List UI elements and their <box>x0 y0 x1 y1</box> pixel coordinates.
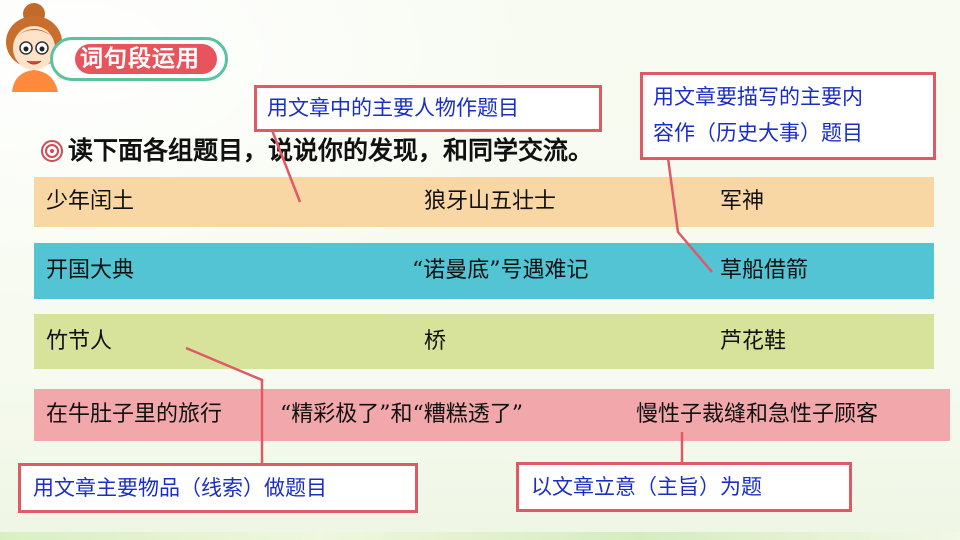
title-item: 竹节人 <box>46 329 113 354</box>
title-item: 少年闰土 <box>46 189 135 214</box>
instruction-line: 读下面各组题目，说说你的发现，和同学交流。 <box>40 133 593 169</box>
callout-text: 用文章主要物品（线索）做题目 <box>33 476 327 500</box>
title-item: “诺曼底”号遇难记 <box>412 258 589 283</box>
title-item: “精彩极了”和“糟糕透了” <box>280 402 523 427</box>
title-item: 芦花鞋 <box>720 329 787 354</box>
title-item: 狼牙山五壮士 <box>424 189 557 214</box>
callout-text-line-1: 用文章要描写的主要内 <box>653 85 863 109</box>
title-item: 军神 <box>720 189 765 214</box>
spiral-bullet-icon <box>41 140 63 162</box>
section-title: 词句段运用 <box>80 46 200 72</box>
callout-theme: 以文章立意（主旨）为题 <box>516 462 852 512</box>
callout-main-character: 用文章中的主要人物作题目 <box>254 85 602 132</box>
title-group-row-4: 在牛肚子里的旅行 “精彩极了”和“糟糕透了” 慢性子裁缝和急性子顾客 <box>34 389 950 441</box>
title-item: 桥 <box>424 329 447 354</box>
section-title-badge <box>50 37 228 81</box>
instruction-text: 读下面各组题目，说说你的发现，和同学交流。 <box>68 136 594 165</box>
title-item: 在牛肚子里的旅行 <box>46 402 223 427</box>
title-group-row-2: 开国大典 “诺曼底”号遇难记 草船借箭 <box>34 243 934 299</box>
callout-main-object: 用文章主要物品（线索）做题目 <box>18 463 418 513</box>
title-group-row-3: 竹节人 桥 芦花鞋 <box>34 314 934 369</box>
callout-text: 以文章立意（主旨）为题 <box>531 475 762 499</box>
title-group-row-1: 少年闰土 狼牙山五壮士 军神 <box>34 177 934 227</box>
callout-text: 用文章中的主要人物作题目 <box>267 96 519 120</box>
callout-historical-event: 用文章要描写的主要内 容作（历史大事）题目 <box>640 72 936 160</box>
teacher-avatar <box>6 3 74 92</box>
bottom-decor-stripe <box>0 532 960 540</box>
title-item: 慢性子裁缝和急性子顾客 <box>636 402 879 427</box>
callout-text-line-2: 容作（历史大事）题目 <box>653 121 863 145</box>
title-item: 草船借箭 <box>720 258 809 283</box>
title-item: 开国大典 <box>46 258 135 283</box>
